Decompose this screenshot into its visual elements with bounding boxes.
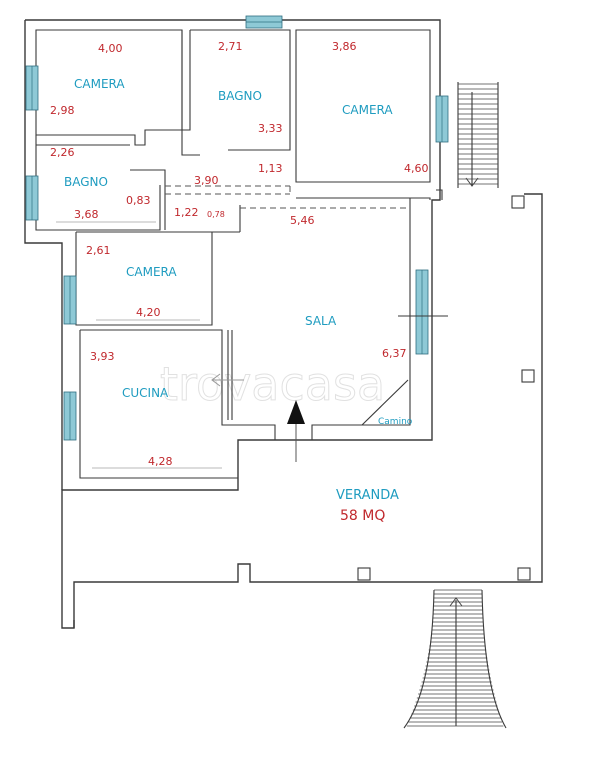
dimension-1-22: 1,22 xyxy=(174,206,199,219)
dimension-2-61: 2,61 xyxy=(86,244,111,257)
stair-arrow-head xyxy=(449,597,463,607)
kitchen-arrow xyxy=(211,373,244,387)
stairs-top-right xyxy=(457,82,499,188)
dimension-3-90: 3,90 xyxy=(194,174,219,187)
dashed-partitions xyxy=(165,185,410,209)
outer-walls xyxy=(24,19,543,629)
dimension-0-83: 0,83 xyxy=(126,194,151,207)
dimension-3-93: 3,93 xyxy=(90,350,115,363)
dimension-4-28: 4,28 xyxy=(148,455,173,468)
dimension-3-68: 3,68 xyxy=(74,208,99,221)
dimension-2-98: 2,98 xyxy=(50,104,75,117)
room-label-cucina: CUCINA xyxy=(122,386,169,400)
dimension-1-13: 1,13 xyxy=(258,162,283,175)
veranda-posts xyxy=(357,189,535,581)
room-label-camera-2: CAMERA xyxy=(342,103,393,117)
stair-rail xyxy=(403,589,435,729)
dimension-3-33: 3,33 xyxy=(258,122,283,135)
stairs-bottom xyxy=(403,589,507,729)
room-label-camino: Camino xyxy=(378,417,413,427)
dimension-5-46: 5,46 xyxy=(290,214,315,227)
dimension-0-78: 0,78 xyxy=(207,210,225,219)
dimension-2-26: 2,26 xyxy=(50,146,75,159)
dimension-4-00: 4,00 xyxy=(98,42,123,55)
dimension-2-71: 2,71 xyxy=(218,40,243,53)
room-label-bagno-2: BAGNO xyxy=(64,175,108,189)
room-label-camera-3: CAMERA xyxy=(126,265,177,279)
windows xyxy=(25,15,449,441)
entrance-arrow xyxy=(287,400,305,462)
fireplace-line xyxy=(361,379,409,426)
room-label-camera-1: CAMERA xyxy=(74,77,125,91)
room-label-sala: SALA xyxy=(305,314,337,328)
dimension-3-86: 3,86 xyxy=(332,40,357,53)
dimension-4-20: 4,20 xyxy=(136,306,161,319)
veranda-area-label: 58 MQ xyxy=(340,508,385,524)
stair-arrow-head xyxy=(465,177,479,187)
stair-rail xyxy=(481,589,507,729)
dimension-6-37: 6,37 xyxy=(382,347,407,360)
room-label-veranda: VERANDA xyxy=(336,488,399,503)
watermark: trovacasa xyxy=(160,357,385,411)
room-label-bagno-1: BAGNO xyxy=(218,89,262,103)
dimension-4-60: 4,60 xyxy=(404,162,429,175)
